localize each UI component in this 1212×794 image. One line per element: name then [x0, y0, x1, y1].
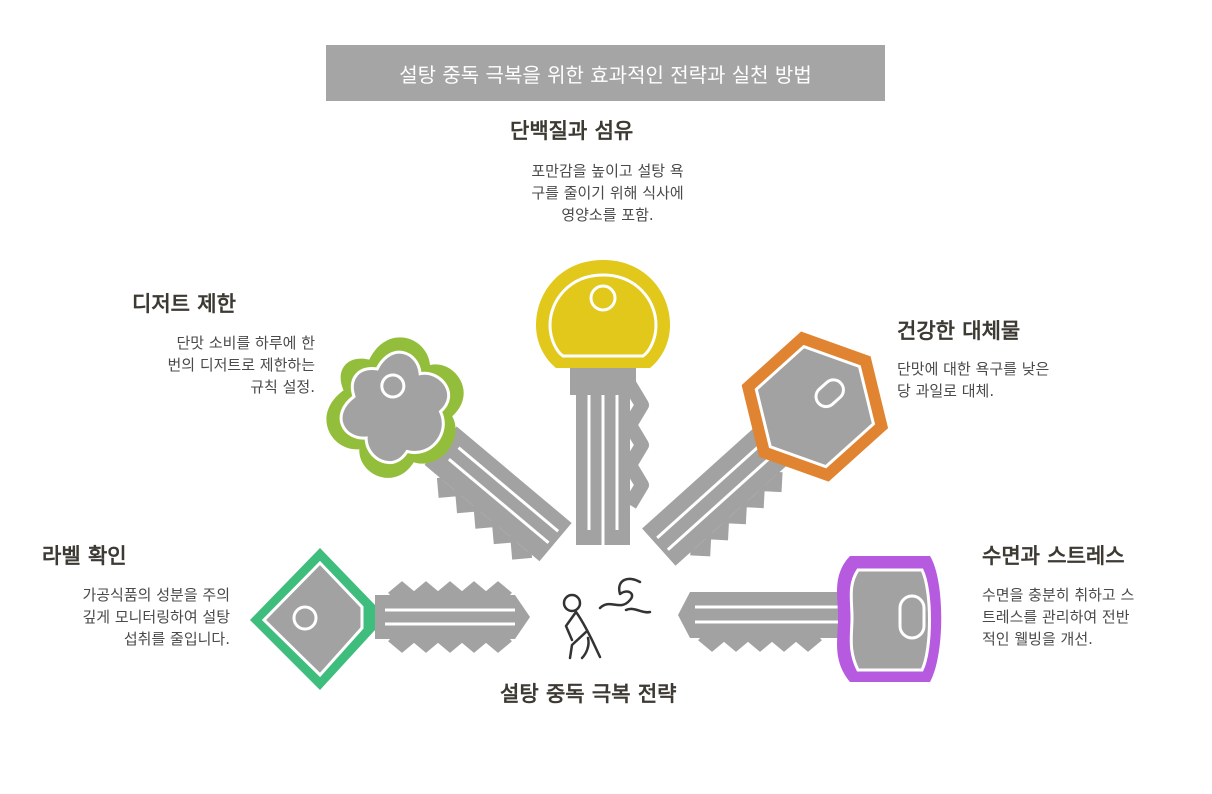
strategy-desc-healthy-substitute: 단맛에 대한 욕구를 낮은 당 과일로 대체. — [897, 360, 1050, 400]
key-icon-dessert-limit — [326, 337, 572, 562]
strategy-heading-dessert-limit: 디저트 제한 — [132, 292, 236, 316]
key-icon-healthy-substitute — [642, 331, 889, 566]
title-banner: 설탕 중독 극복을 위한 효과적인 전략과 실천 방법 — [326, 45, 885, 101]
strategy-heading-sleep-stress: 수면과 스트레스 — [982, 544, 1125, 568]
strategy-heading-label-check: 라벨 확인 — [42, 544, 127, 568]
strategy-heading-protein-fiber: 단백질과 섬유 — [510, 119, 634, 143]
strategy-desc-label-check: 가공식품의 성분을 주의 깊게 모니터링하여 설탕 섭취를 줄입니다. — [82, 586, 230, 648]
page-title: 설탕 중독 극복을 위한 효과적인 전략과 실천 방법 — [399, 62, 812, 87]
key-icon-protein-fiber — [536, 260, 670, 545]
key-icon-label-check — [250, 548, 530, 690]
struggling-person-icon — [562, 577, 652, 660]
strategy-desc-dessert-limit: 단맛 소비를 하루에 한 번의 디저트로 제한하는 규칙 설정. — [167, 334, 315, 396]
strategy-desc-protein-fiber: 포만감을 높이고 설탕 욕 구를 줄이기 위해 식사에 영양소를 포함. — [531, 162, 684, 224]
strategy-desc-sleep-stress: 수면을 충분히 취하고 스 트레스를 관리하여 전반 적인 웰빙을 개선. — [982, 586, 1135, 648]
key-icon-sleep-stress — [678, 556, 942, 682]
strategy-heading-healthy-substitute: 건강한 대체물 — [897, 319, 1021, 343]
center-label: 설탕 중독 극복 전략 — [500, 682, 677, 706]
